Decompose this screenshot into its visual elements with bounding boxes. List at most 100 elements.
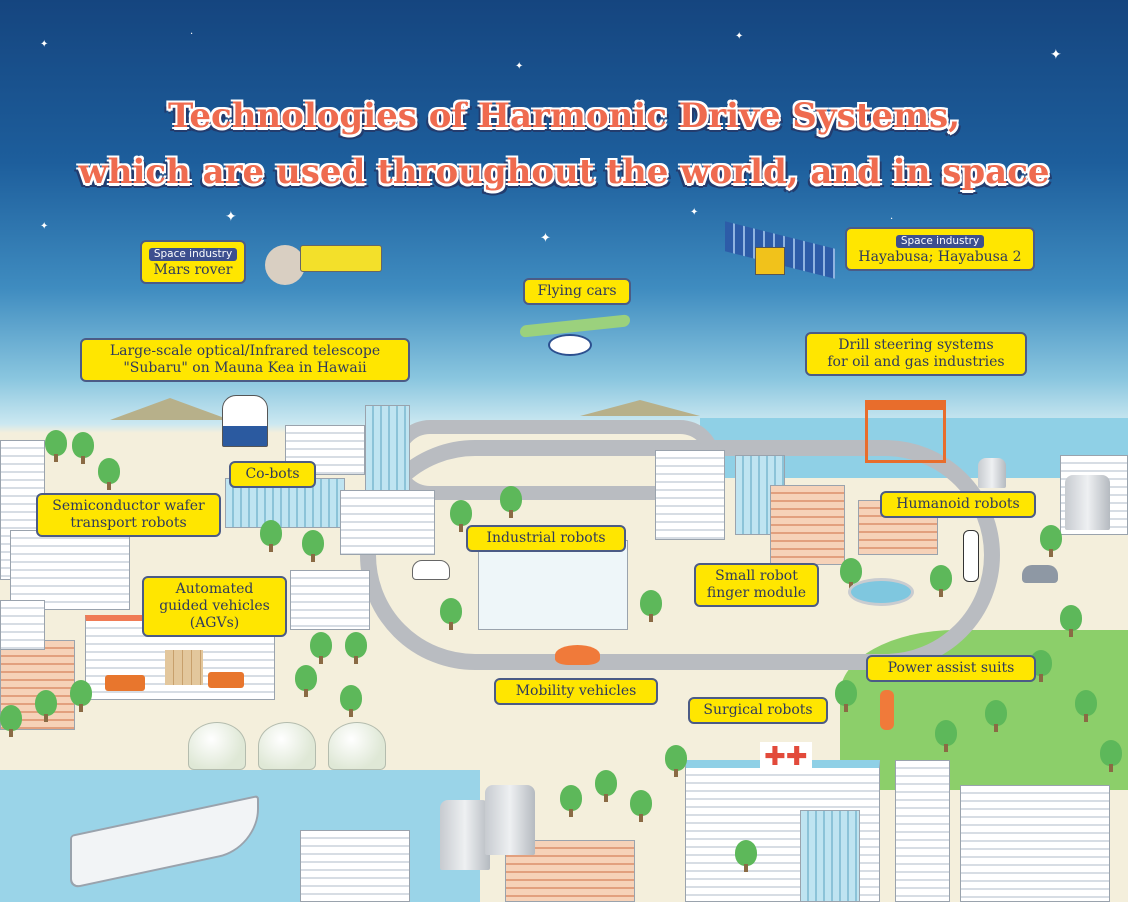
- oil-platform: [865, 400, 946, 463]
- tree: [35, 690, 57, 722]
- building: [800, 810, 860, 902]
- building: [770, 485, 845, 565]
- tree: [595, 770, 617, 802]
- star-icon: ✦: [690, 207, 699, 218]
- label-surgical-robots: Surgical robots: [688, 697, 828, 724]
- tree: [665, 745, 687, 777]
- building: [10, 530, 130, 610]
- fountain: [848, 578, 914, 606]
- storage-tank: [440, 800, 490, 870]
- flying-car-body: [548, 334, 592, 356]
- building: [960, 785, 1110, 902]
- tree: [440, 598, 462, 630]
- car: [412, 560, 450, 580]
- storage-tank: [485, 785, 535, 855]
- label-line: for oil and gas industries: [827, 354, 1005, 370]
- building: [290, 570, 370, 630]
- dome: [258, 722, 316, 770]
- mountain: [580, 400, 700, 416]
- star-icon: ✦: [540, 231, 551, 246]
- label-power-assist-suits: Power assist suits: [866, 655, 1036, 682]
- tree: [302, 530, 324, 562]
- tree: [45, 430, 67, 462]
- tree: [985, 700, 1007, 732]
- label-line: Drill steering systems: [838, 337, 994, 353]
- title-line-1: Technologies of Harmonic Drive Systems,: [167, 96, 961, 136]
- mobility-vehicle: [555, 645, 600, 665]
- label-drill-steering: Drill steering systems for oil and gas i…: [805, 332, 1027, 376]
- satellite-body: [755, 247, 785, 275]
- tree: [500, 486, 522, 518]
- building: [285, 425, 365, 475]
- label-line: guided vehicles: [159, 598, 270, 614]
- tree: [840, 558, 862, 590]
- tree: [72, 432, 94, 464]
- tree: [310, 632, 332, 664]
- dome: [328, 722, 386, 770]
- label-flying-cars: Flying cars: [523, 278, 631, 305]
- building: [365, 405, 410, 495]
- label-hayabusa: Space industry Hayabusa; Hayabusa 2: [845, 227, 1035, 271]
- label-line: Large-scale optical/Infrared telescope: [109, 343, 381, 359]
- tree: [345, 632, 367, 664]
- tree: [640, 590, 662, 622]
- title-line-2: which are used throughout the world, and…: [78, 152, 1050, 192]
- building: [300, 830, 410, 902]
- industrial-robot-factory: [478, 540, 628, 630]
- label-text: Mars rover: [153, 262, 233, 278]
- star-icon: ✦: [515, 61, 524, 72]
- star-icon: ✦: [735, 31, 744, 42]
- planet-icon: [265, 245, 305, 285]
- label-mars-rover: Space industry Mars rover: [140, 240, 246, 284]
- label-line: "Subaru" on Mauna Kea in Hawaii: [123, 360, 367, 376]
- building: [0, 600, 45, 650]
- label-mobility-vehicles: Mobility vehicles: [494, 678, 658, 705]
- star-icon: ✦: [40, 221, 49, 232]
- tree: [1100, 740, 1122, 772]
- tree: [340, 685, 362, 717]
- tree: [560, 785, 582, 817]
- label-line: Small robot: [715, 568, 798, 584]
- tree: [1060, 605, 1082, 637]
- label-industrial-robots: Industrial robots: [466, 525, 626, 552]
- tree: [98, 458, 120, 490]
- star-icon: ·: [190, 29, 194, 40]
- label-telescope: Large-scale optical/Infrared telescope "…: [80, 338, 410, 382]
- agv-robot: [105, 675, 145, 691]
- tree: [930, 565, 952, 597]
- tree: [1075, 690, 1097, 722]
- star-icon: ✦: [1050, 47, 1062, 63]
- cargo-boxes: [165, 650, 203, 685]
- tree: [835, 680, 857, 712]
- agv-robot: [208, 672, 244, 688]
- hospital-cross-icon: ✚✚: [760, 742, 812, 772]
- space-industry-tag: Space industry: [895, 235, 985, 248]
- dome: [188, 722, 246, 770]
- tree: [1040, 525, 1062, 557]
- tree: [935, 720, 957, 752]
- building: [655, 450, 725, 540]
- label-line: finger module: [706, 585, 807, 601]
- label-agv: Automated guided vehicles (AGVs): [142, 576, 287, 637]
- star-icon: ✦: [225, 209, 237, 225]
- label-text: Hayabusa; Hayabusa 2: [858, 249, 1022, 265]
- label-semiconductor: Semiconductor wafer transport robots: [36, 493, 221, 537]
- tree: [0, 705, 22, 737]
- tree: [735, 840, 757, 872]
- storage-tank: [1065, 475, 1110, 530]
- label-line: transport robots: [70, 515, 187, 531]
- star-icon: ·: [890, 214, 894, 225]
- label-cobots: Co-bots: [229, 461, 316, 488]
- tree: [630, 790, 652, 822]
- mars-rover-illustration: [300, 245, 382, 272]
- runner-power-assist: [880, 690, 894, 730]
- building: [895, 760, 950, 902]
- storage-tank: [978, 458, 1006, 488]
- label-line: (AGVs): [189, 615, 240, 631]
- tree: [295, 665, 317, 697]
- tree: [260, 520, 282, 552]
- building: [340, 490, 435, 555]
- humanoid-robot: [963, 530, 979, 582]
- space-industry-tag: Space industry: [148, 248, 238, 261]
- tree: [70, 680, 92, 712]
